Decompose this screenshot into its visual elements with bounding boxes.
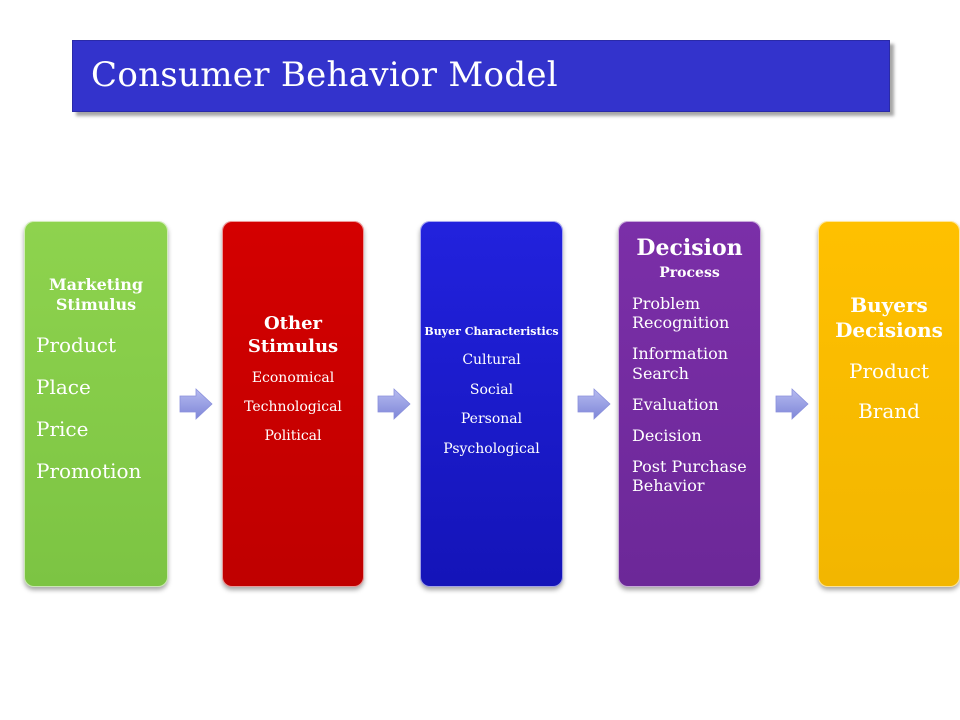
right-arrow-icon	[179, 388, 213, 420]
marketing-stimulus-box: Marketing Stimulus Product Place Price P…	[24, 221, 168, 587]
right-arrow-icon	[377, 388, 411, 420]
marketing-stimulus-heading: Marketing Stimulus	[48, 275, 144, 314]
decision-process-item: Problem Recognition	[632, 294, 730, 333]
decision-process-item: Information Search	[632, 344, 729, 383]
title-bar: Consumer Behavior Model	[72, 40, 890, 112]
other-stimulus-box: Other Stimulus Economical Technological …	[222, 221, 364, 587]
decision-process-item: Post Purchase Behavior	[632, 457, 747, 496]
other-stimulus-item: Technological	[244, 398, 342, 415]
decision-process-heading: Decision Process	[632, 235, 747, 282]
buyers-decisions-item: Brand	[858, 399, 920, 423]
decision-process-item: Decision	[632, 425, 702, 445]
other-stimulus-item: Political	[264, 427, 322, 444]
slide-title: Consumer Behavior Model	[91, 55, 558, 95]
marketing-item: Price	[36, 417, 89, 441]
decision-process-item: Evaluation	[632, 394, 719, 414]
marketing-item: Product	[36, 333, 116, 357]
other-stimulus-item: Economical	[251, 370, 335, 386]
marketing-item: Promotion	[36, 459, 142, 483]
other-stimulus-heading: Other Stimulus	[247, 313, 339, 357]
buyers-decisions-item: Product	[849, 359, 929, 383]
marketing-item: Place	[36, 375, 91, 399]
buyer-characteristics-item: Personal	[460, 411, 523, 428]
buyer-characteristics-item: Psychological	[443, 441, 540, 458]
decision-heading: Decision	[636, 235, 743, 261]
buyer-characteristics-heading: Buyer Characteristics	[424, 325, 559, 338]
buyer-characteristics-box: Buyer Characteristics Cultural Social Pe…	[420, 221, 563, 587]
buyer-characteristics-item: Social	[469, 381, 514, 398]
decision-process-box: Decision Process Problem Recognition Inf…	[618, 221, 761, 587]
right-arrow-icon	[775, 388, 809, 420]
process-subheading: Process	[659, 264, 720, 281]
right-arrow-icon	[577, 388, 611, 420]
buyers-decisions-heading: Buyers Decisions	[835, 293, 943, 342]
buyers-decisions-box: Buyers Decisions Product Brand	[818, 221, 960, 587]
buyer-characteristics-item: Cultural	[462, 351, 521, 368]
